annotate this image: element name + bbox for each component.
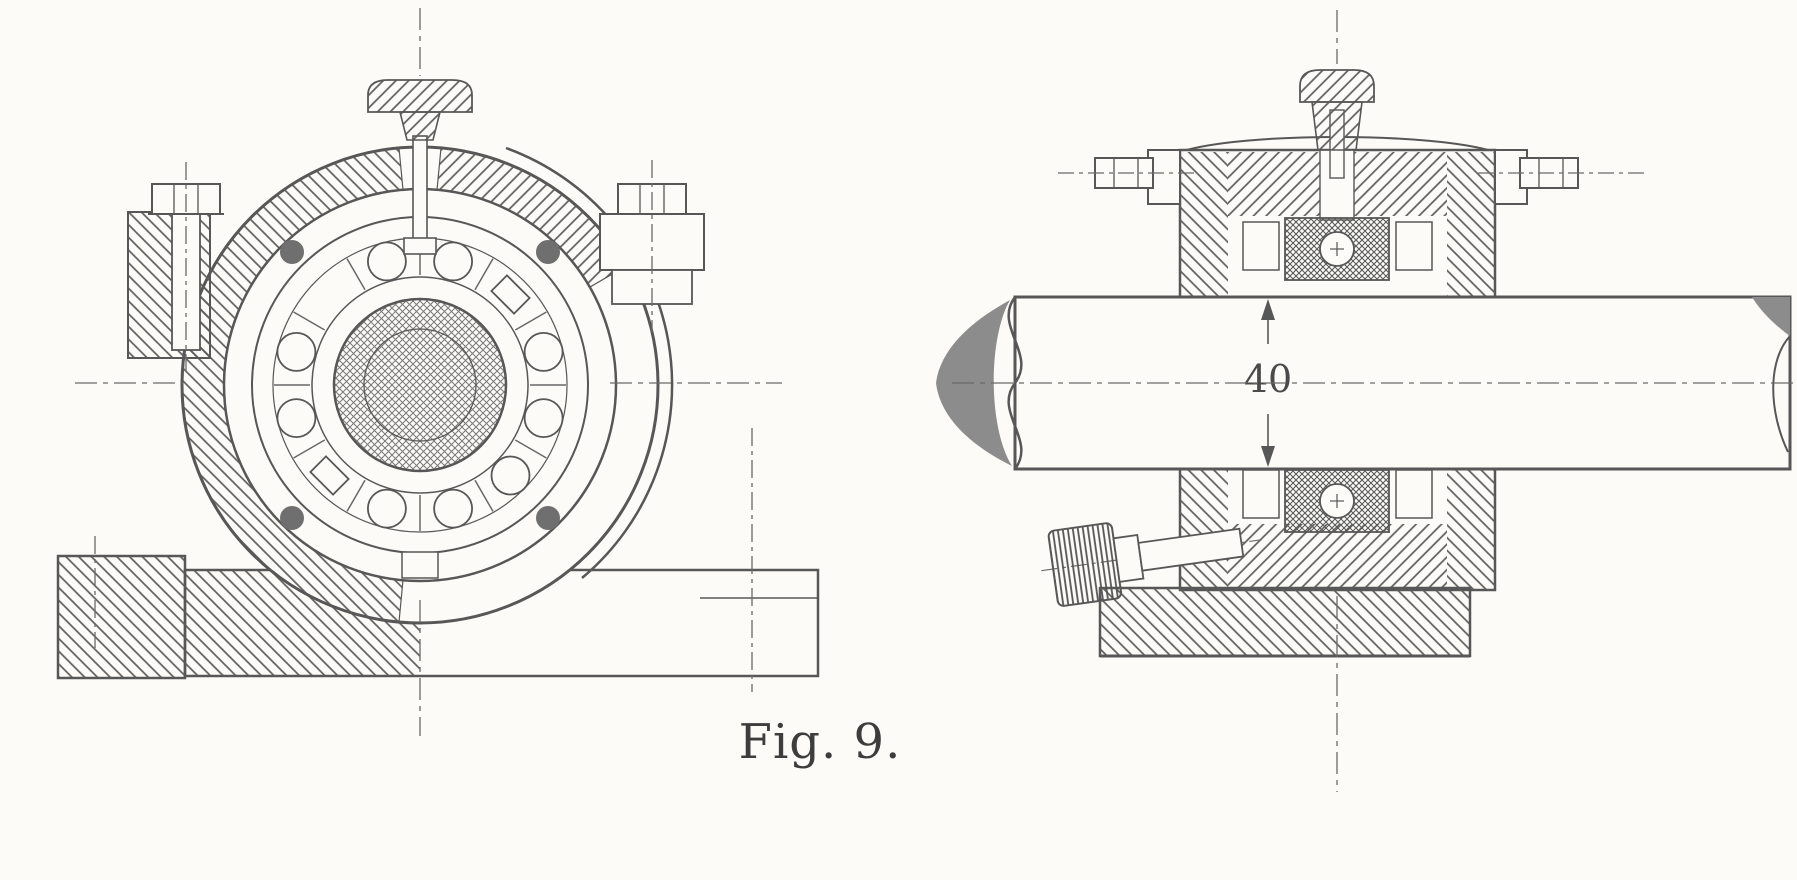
front-view-centerlines — [75, 8, 782, 736]
bottom-plug — [401, 551, 439, 579]
bearing-cage-lines — [274, 239, 566, 531]
filling-slot-key — [490, 274, 531, 315]
ball-bearing-front — [251, 216, 589, 579]
grease-cup-front — [367, 79, 473, 255]
shaft-cross-section — [332, 297, 508, 473]
flange-bolt-left — [1058, 157, 1198, 189]
grease-cup-side — [1299, 69, 1375, 179]
bearing-balls — [276, 241, 564, 529]
dimension-arrow-up — [1261, 299, 1275, 320]
cap-bolt-left — [127, 162, 224, 372]
knurled-thumb-bolt — [1041, 522, 1262, 607]
dimension-value-text: 40 — [1244, 357, 1292, 401]
shaft-break-shading-right — [1752, 297, 1790, 336]
filling-slot-key — [309, 455, 350, 496]
side-view-centerlines — [952, 10, 1795, 792]
front-view-drawing — [56, 8, 820, 736]
bolt-hole-dots — [280, 240, 560, 530]
dimension-arrow-down — [1261, 446, 1275, 467]
shaft-diameter-dimension: 40 — [1244, 299, 1292, 467]
knurled-head — [1047, 522, 1123, 607]
figure-caption: Fig. 9. — [739, 714, 902, 770]
housing-base-section — [1098, 448, 1497, 658]
cap-bolt-right-boss — [599, 160, 705, 332]
side-view-drawing: 40 — [936, 10, 1795, 792]
base-foot — [1098, 586, 1472, 658]
flange-bolt-right — [1478, 157, 1645, 189]
